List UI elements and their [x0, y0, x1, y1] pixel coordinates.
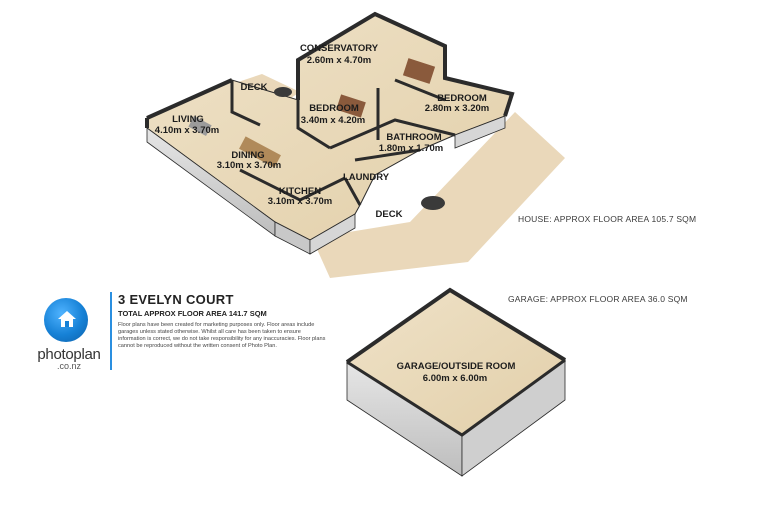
house-area-note: HOUSE: APPROX FLOOR AREA 105.7 SQM [518, 214, 697, 224]
room-label-deck-top: DECK [241, 82, 268, 93]
room-label-conservatory: CONSERVATORY [300, 43, 379, 54]
disclaimer: Floor plans have been created for market… [118, 322, 326, 349]
room-label-bedroom-middle: BEDROOM [309, 103, 359, 114]
room-dims-conservatory: 2.60m x 4.70m [307, 55, 371, 66]
room-dims-dining: 3.10m x 3.70m [217, 160, 281, 171]
room-label-bathroom: BATHROOM [386, 132, 441, 143]
room-dims-garage: 6.00m x 6.00m [423, 373, 487, 384]
property-title: 3 EVELYN COURT [118, 292, 234, 307]
room-dims-kitchen: 3.10m x 3.70m [268, 196, 332, 207]
room-label-laundry: LAUNDRY [343, 172, 390, 183]
room-label-garage: GARAGE/OUTSIDE ROOM [397, 361, 516, 372]
room-dims-bathroom: 1.80m x 1.70m [379, 143, 443, 154]
room-dims-bedroom-middle: 3.40m x 4.20m [301, 115, 365, 126]
room-dims-bedroom-right: 2.80m x 3.20m [425, 103, 489, 114]
house-icon [58, 311, 76, 327]
room-label-bedroom-right: BEDROOM [437, 93, 487, 104]
logo-brand: photoplan [37, 346, 101, 363]
garage-area-note: GARAGE: APPROX FLOOR AREA 36.0 SQM [508, 294, 688, 304]
room-label-living: LIVING [172, 114, 204, 125]
house-walls [145, 11, 515, 255]
total-area: TOTAL APPROX FLOOR AREA 141.7 SQM [118, 309, 267, 318]
furniture [188, 58, 445, 210]
property-info: 3 EVELYN COURT TOTAL APPROX FLOOR AREA 1… [118, 292, 328, 350]
room-label-deck-bottom: DECK [376, 209, 403, 220]
garage [345, 287, 567, 477]
photoplan-logo: photoplan .co.nz [30, 296, 108, 376]
logo-domain: .co.nz [56, 361, 81, 371]
logo-divider [110, 292, 112, 370]
room-label-dining: DINING [231, 150, 264, 161]
room-label-kitchen: KITCHEN [279, 186, 321, 197]
room-dims-living: 4.10m x 3.70m [155, 125, 219, 136]
